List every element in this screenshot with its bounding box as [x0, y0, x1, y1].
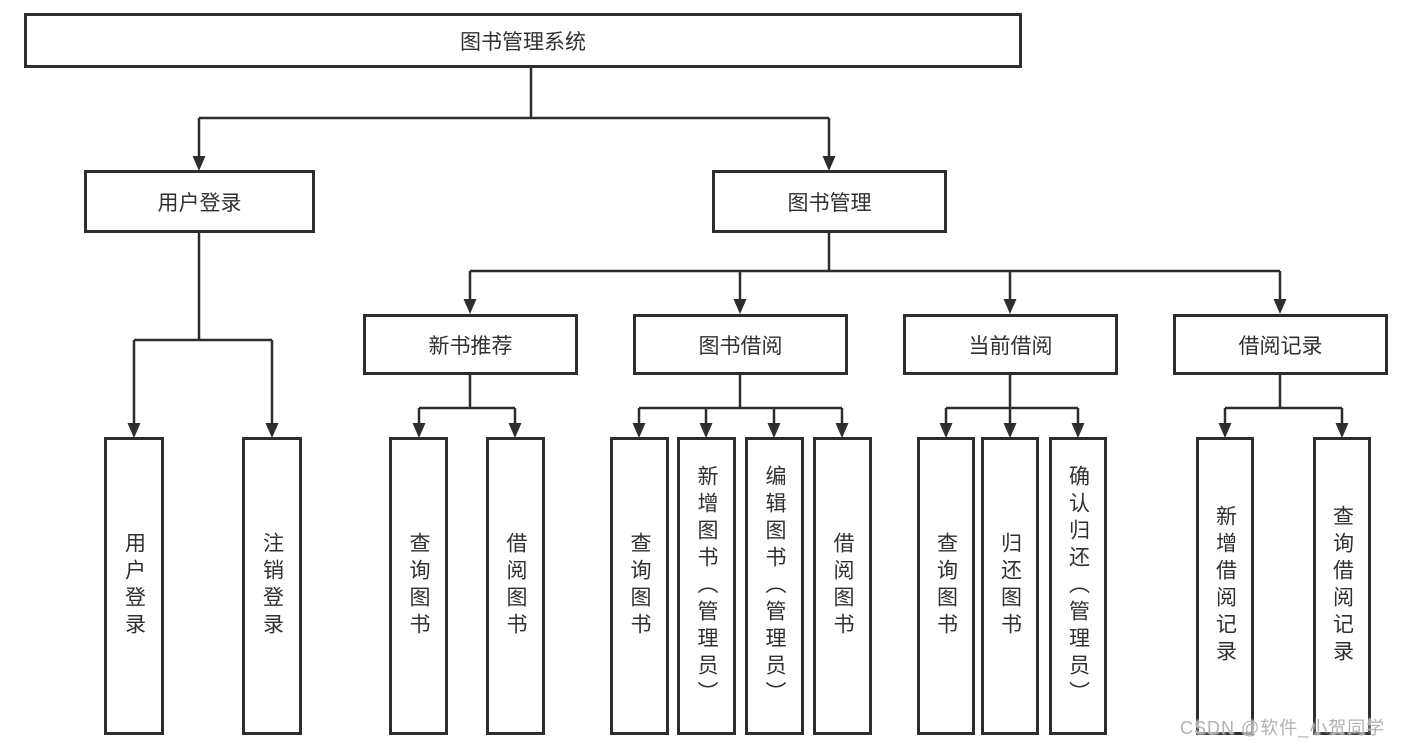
leaf-logout: 注销登录 [242, 437, 302, 735]
leaf-borrow-edit-books-admin-label: 编辑图书（管理员） [763, 464, 786, 708]
node-borrowing-records-label: 借阅记录 [1238, 334, 1323, 358]
leaf-newbooks-borrow-books: 借阅图书 [486, 437, 545, 735]
leaf-current-query-books-label: 查询图书 [934, 532, 958, 640]
leaf-borrow-borrow-books-label: 借阅图书 [831, 532, 854, 640]
leaf-newbooks-query-books-label: 查询图书 [407, 532, 430, 640]
leaf-records-add-borrow-record: 新增借阅记录 [1196, 437, 1254, 735]
node-current-borrowing-label: 当前借阅 [968, 334, 1053, 358]
leaf-current-confirm-return-admin: 确认归还（管理员） [1049, 437, 1107, 735]
leaf-newbooks-borrow-books-label: 借阅图书 [504, 532, 527, 640]
node-root: 图书管理系统 [24, 13, 1022, 68]
leaf-current-return-books: 归还图书 [981, 437, 1039, 735]
node-new-book-recommend-label: 新书推荐 [428, 334, 513, 358]
leaf-user-login: 用户登录 [104, 437, 164, 735]
node-user-login-branch-label: 用户登录 [157, 191, 242, 215]
watermark-text: CSDN @软件_小贺同学 [1180, 718, 1386, 738]
leaf-borrow-query-books: 查询图书 [610, 437, 669, 735]
leaf-current-query-books: 查询图书 [917, 437, 975, 735]
node-book-management: 图书管理 [712, 170, 947, 233]
leaf-borrow-add-books-admin-label: 新增图书（管理员） [695, 464, 718, 708]
leaf-logout-label: 注销登录 [260, 532, 284, 640]
leaf-current-confirm-return-admin-label: 确认归还（管理员） [1066, 464, 1090, 708]
node-current-borrowing: 当前借阅 [903, 314, 1118, 375]
leaf-borrow-borrow-books: 借阅图书 [813, 437, 872, 735]
leaf-user-login-label: 用户登录 [122, 532, 146, 640]
node-book-borrowing: 图书借阅 [633, 314, 848, 375]
node-borrowing-records: 借阅记录 [1173, 314, 1388, 375]
leaf-borrow-edit-books-admin: 编辑图书（管理员） [745, 437, 804, 735]
node-user-login-branch: 用户登录 [84, 170, 315, 233]
leaf-records-query-borrow-record-label: 查询借阅记录 [1330, 505, 1354, 667]
node-new-book-recommend: 新书推荐 [363, 314, 578, 375]
leaf-borrow-query-books-label: 查询图书 [628, 532, 651, 640]
leaf-records-query-borrow-record: 查询借阅记录 [1313, 437, 1371, 735]
node-book-borrowing-label: 图书借阅 [698, 334, 783, 358]
leaf-records-add-borrow-record-label: 新增借阅记录 [1213, 505, 1237, 667]
node-root-label: 图书管理系统 [460, 30, 586, 54]
leaf-newbooks-query-books: 查询图书 [389, 437, 448, 735]
leaf-current-return-books-label: 归还图书 [998, 532, 1022, 640]
node-book-management-label: 图书管理 [787, 191, 872, 215]
leaf-borrow-add-books-admin: 新增图书（管理员） [677, 437, 736, 735]
